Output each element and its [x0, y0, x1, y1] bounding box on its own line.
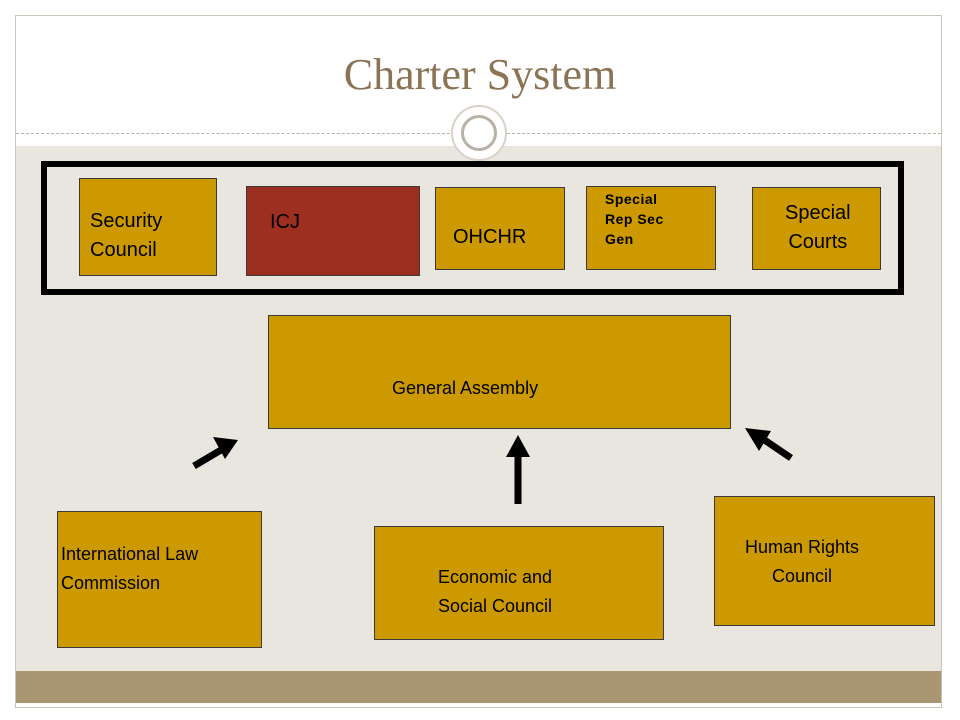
economic-social-council-box: Economic and Social Council	[374, 526, 664, 640]
ohchr-label: OHCHR	[453, 226, 527, 248]
icj-label: ICJ	[270, 211, 300, 233]
security-council-label: Security Council	[90, 210, 163, 261]
special-courts-box: Special Courts	[752, 187, 881, 270]
arrow-ilc-to-ga	[192, 437, 238, 470]
slide-frame	[15, 15, 942, 708]
human-rights-council-label: Human Rights Council	[745, 537, 860, 586]
icj-box: ICJ	[246, 186, 420, 276]
security-council-box: Security Council	[79, 178, 217, 276]
special-courts-label: Special Courts	[785, 202, 851, 253]
arrow-hrc-to-ga	[745, 428, 793, 461]
ohchr-box: OHCHR	[435, 187, 565, 270]
international-law-commission-label: International Law Commission	[61, 544, 199, 593]
special-rep-label: Special Rep Sec Gen	[605, 191, 664, 247]
principal-organs-group-frame	[41, 161, 904, 295]
circle-ornament-icon	[451, 105, 507, 161]
arrow-ecosoc-to-ga	[506, 435, 530, 504]
special-rep-box: Special Rep Sec Gen	[586, 186, 716, 270]
slide-title: Charter System	[343, 50, 617, 99]
economic-social-council-label: Economic and Social Council	[438, 567, 553, 616]
general-assembly-box: General Assembly	[268, 315, 731, 429]
circle-ornament-inner	[461, 115, 497, 151]
international-law-commission-box: International Law Commission	[57, 511, 262, 648]
human-rights-council-box: Human Rights Council	[714, 496, 935, 626]
bottom-bar	[16, 671, 941, 703]
general-assembly-label: General Assembly	[392, 378, 539, 398]
